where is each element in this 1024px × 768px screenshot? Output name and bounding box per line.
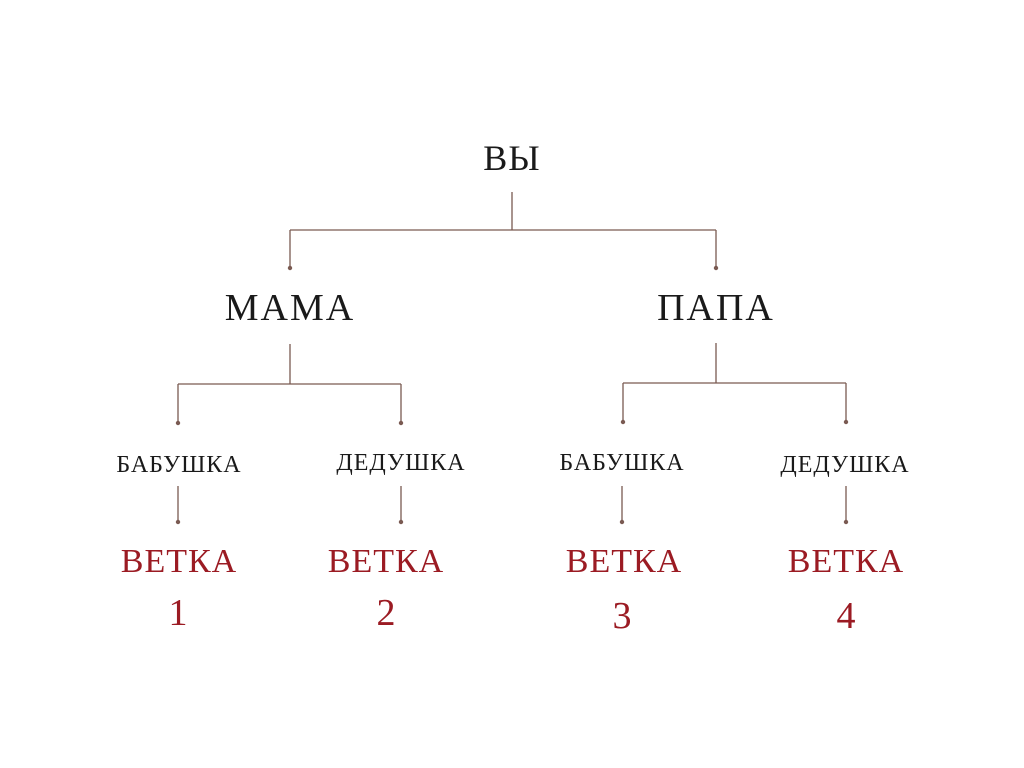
branch-number-2: 2 (376, 592, 396, 634)
branch-label-3: ВЕТКА (565, 543, 683, 580)
branch-label-1: ВЕТКА (120, 543, 238, 580)
branch-label-4: ВЕТКА (787, 543, 905, 580)
connector-dot-papa (713, 265, 719, 271)
connector-dot-branch-1 (175, 519, 181, 525)
grandparent-node-4: ДЕДУШКА (780, 452, 910, 478)
grandparent-node-1: БАБУШКА (116, 452, 242, 478)
connector-dot-mama (287, 265, 293, 271)
branch-label-2: ВЕТКА (327, 543, 445, 580)
connector-dot-branch-4 (843, 519, 849, 525)
branch-number-1: 1 (168, 592, 188, 634)
parent-node-mama: МАМА (224, 287, 356, 329)
connector-dot-gp-3 (620, 419, 626, 425)
grandparent-node-3: БАБУШКА (559, 450, 685, 476)
connector-dot-branch-2 (398, 519, 404, 525)
branch-number-3: 3 (612, 595, 632, 637)
connector-dot-gp-4 (843, 419, 849, 425)
connector-dot-gp-1 (175, 420, 181, 426)
connector-dot-branch-3 (619, 519, 625, 525)
branch-number-4: 4 (836, 595, 856, 637)
parent-node-papa: ПАПА (657, 287, 775, 329)
root-node: ВЫ (483, 138, 541, 178)
grandparent-node-2: ДЕДУШКА (336, 450, 466, 476)
connector-lines (175, 192, 849, 525)
connector-dot-gp-2 (398, 420, 404, 426)
